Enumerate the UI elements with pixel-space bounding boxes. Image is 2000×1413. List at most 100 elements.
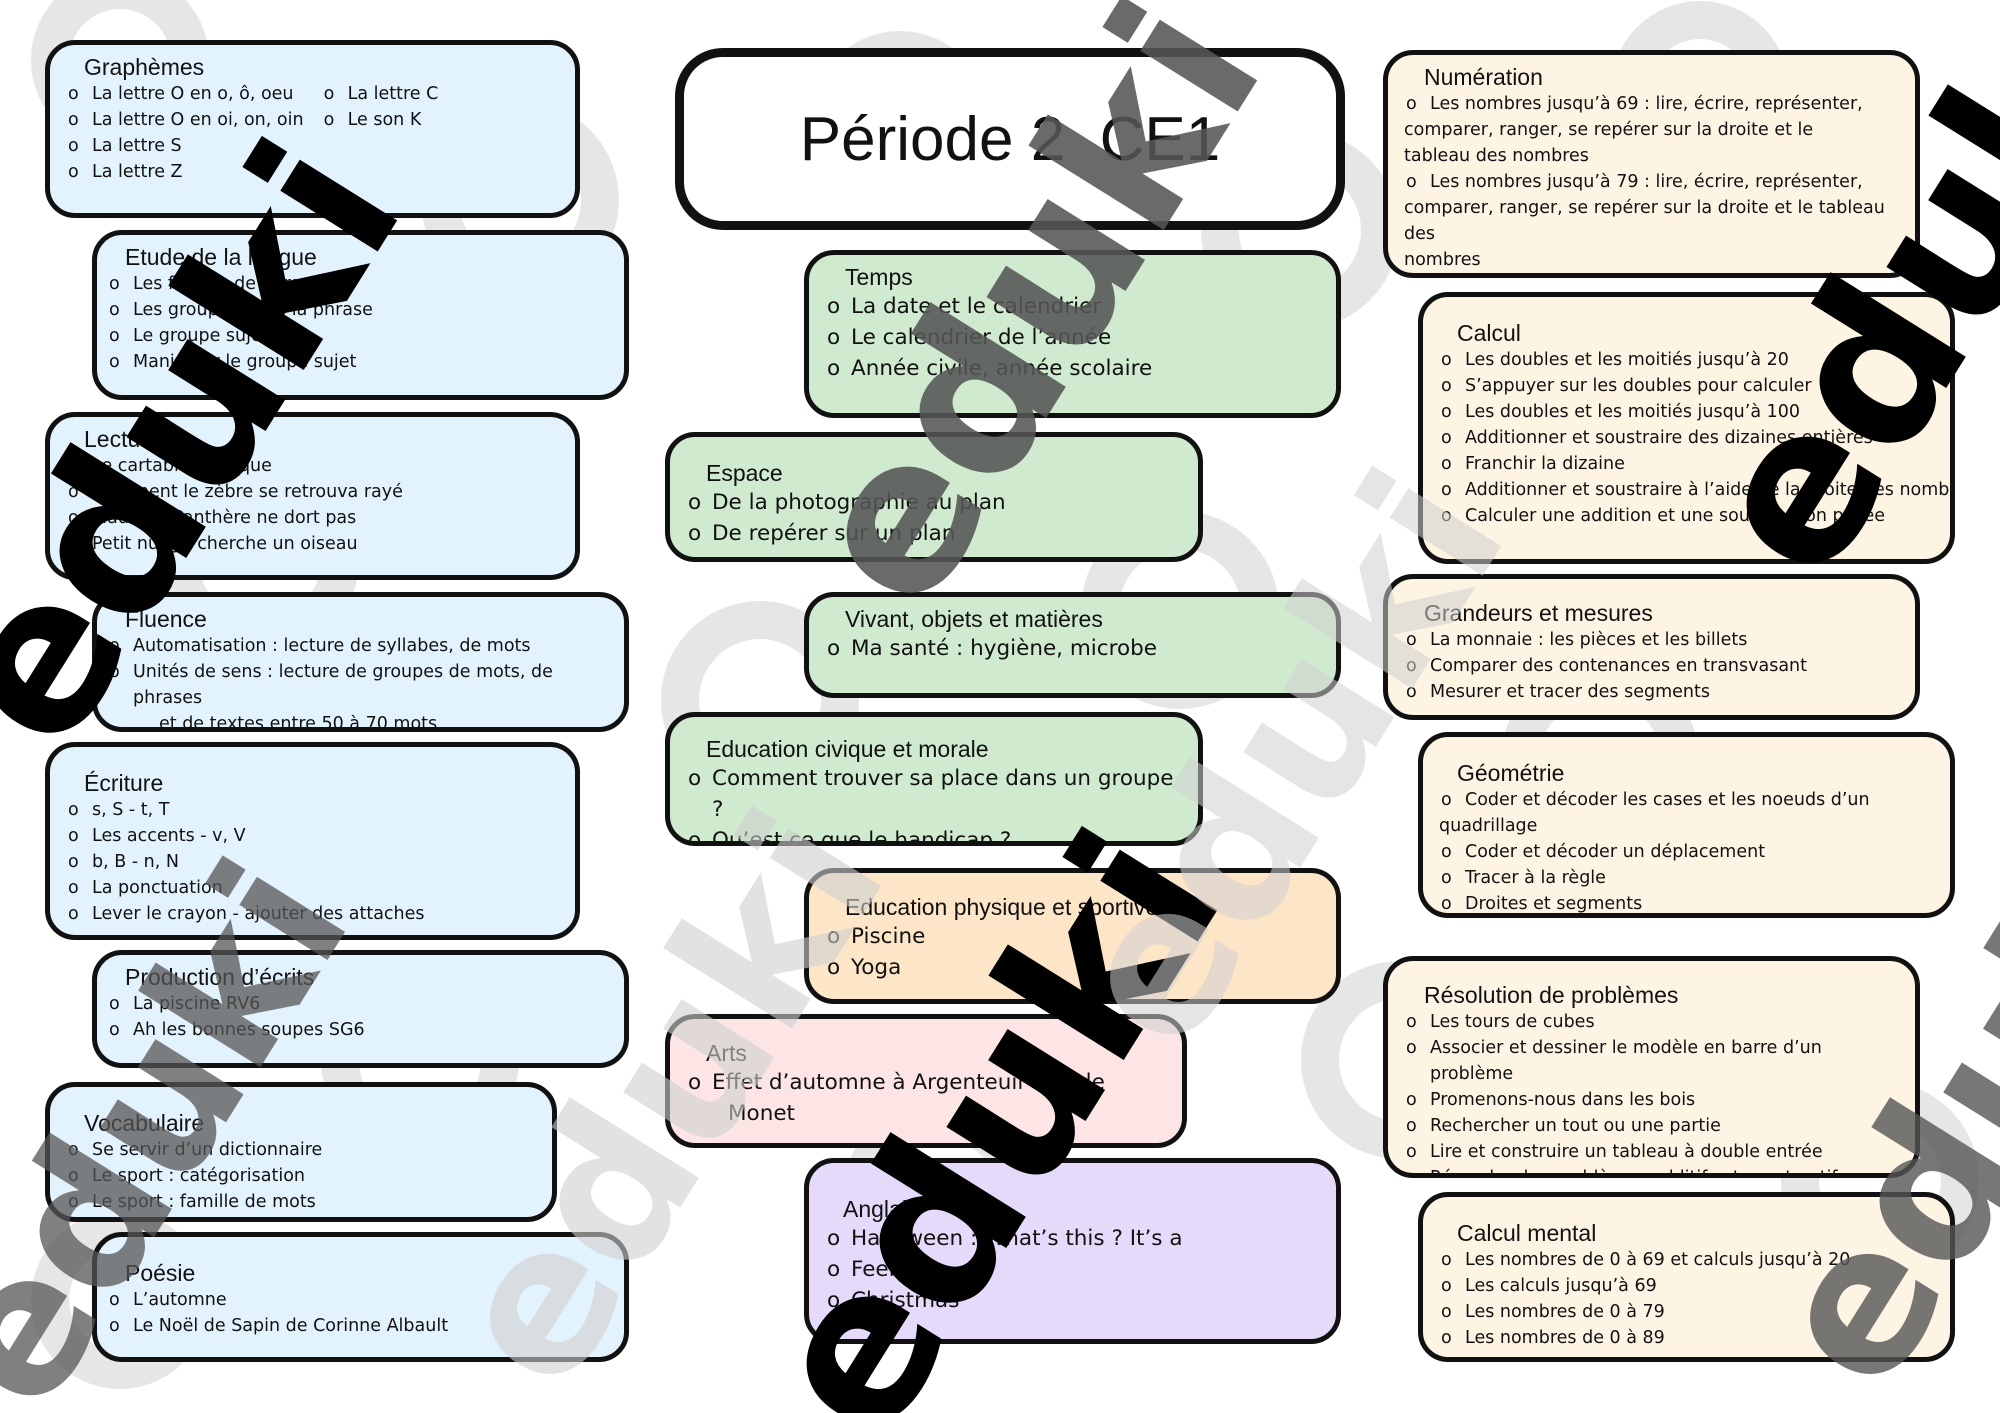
fluence-title: Fluence: [125, 606, 207, 632]
list-item: Le cartable magique: [66, 453, 561, 479]
civique-title: Education civique et morale: [706, 736, 989, 762]
list-item: Les nombres de 0 à 79: [1439, 1299, 1936, 1325]
production-box: Production d’écrits La piscine RV6 Ah le…: [92, 950, 629, 1068]
anglais-title: Anglais: [843, 1196, 919, 1222]
espace-box: Espace De la photographie au plan De rep…: [665, 432, 1203, 562]
list-item: tableau des nombres: [1404, 146, 1589, 167]
list-item: Comment trouver sa place dans un groupe …: [686, 763, 1184, 825]
list-item: Franchir la dizaine: [1439, 451, 1936, 477]
list-item: Monet: [728, 1101, 795, 1127]
calcul-mental-box: Calcul mental Les nombres de 0 à 69 et c…: [1418, 1192, 1955, 1362]
list-item: comparer, ranger, se repérer sur la droi…: [1404, 198, 1885, 245]
espace-list: De la photographie au plan De repérer su…: [686, 487, 1184, 549]
list-item: comparer, ranger, se repérer sur la droi…: [1404, 120, 1814, 141]
list-item: Calculer une addition et une soustractio…: [1439, 503, 1936, 529]
list-item: La lettre C: [322, 81, 439, 107]
list-item: Les nombres jusqu’à 79 : lire, écrire, r…: [1404, 169, 1901, 195]
etude-langue-list: Les formes de phrase Les groupes dans la…: [107, 271, 610, 375]
list-item: Madame Panthère ne dort pas: [66, 505, 561, 531]
list-item: Les nombres jusqu’à 69 : lire, écrire, r…: [1404, 91, 1901, 117]
list-item: Le sport : famille de mots: [66, 1189, 538, 1215]
geometrie-box: Géométrie Coder et décoder les cases et …: [1418, 732, 1955, 918]
anglais-list: Halloween : What’s this ? It’s a Feeling…: [825, 1223, 1322, 1316]
graphemes-list-1: La lettre O en o, ô, oeu La lettre O en …: [66, 81, 304, 185]
eps-box: Education physique et sportive Piscine Y…: [804, 868, 1341, 1004]
list-item: La lettre S: [66, 133, 304, 159]
fluence-list: Automatisation : lecture de syllabes, de…: [107, 633, 610, 727]
list-item: Ma santé : hygiène, microbe: [825, 633, 1322, 664]
lecture-list: Le cartable magique Comment le zèbre se …: [66, 453, 561, 557]
poesie-box: Poésie L’automne Le Noël de Sapin de Cor…: [92, 1232, 629, 1362]
list-item: De repérer sur un plan: [686, 518, 1184, 549]
list-item: b, B - n, N: [66, 849, 561, 875]
calcul-mental-list: Les nombres de 0 à 69 et calculs jusqu’à…: [1439, 1247, 1936, 1351]
vivant-list: Ma santé : hygiène, microbe: [825, 633, 1322, 664]
list-item: Les accents - v, V: [66, 823, 561, 849]
list-item: Les nombres de 0 à 89: [1439, 1325, 1936, 1351]
ecriture-title: Écriture: [84, 770, 164, 796]
production-list: La piscine RV6 Ah les bonnes soupes SG6: [107, 991, 610, 1043]
list-item: Mesurer et tracer des segments: [1404, 679, 1901, 705]
list-item: Christmas: [825, 1285, 1322, 1316]
list-item: nombres: [1404, 250, 1481, 271]
resolution-title: Résolution de problèmes: [1424, 982, 1679, 1008]
lecture-title: Lecture: [84, 426, 161, 452]
list-item: Lever le crayon - ajouter des attaches: [66, 901, 561, 927]
calcul-box: Calcul Les doubles et les moitiés jusqu’…: [1418, 292, 1955, 564]
list-item: Unités de sens : lecture de groupes de m…: [107, 659, 610, 711]
poesie-title: Poésie: [125, 1260, 196, 1286]
etude-langue-box: Etude de la langue Les formes de phrase …: [92, 230, 629, 400]
resolution-list: Les tours de cubes Associer et dessiner …: [1404, 1009, 1901, 1173]
arts-list: Effet d’automne à Argenteuil Claude Mone…: [686, 1067, 1168, 1129]
list-item: Se servir d’un dictionnaire: [66, 1137, 538, 1163]
list-item: Les doubles et les moitiés jusqu’à 100: [1439, 399, 1936, 425]
list-item: quadrillage: [1439, 816, 1538, 837]
numeration-title: Numération: [1424, 64, 1543, 90]
list-item: Le groupe sujet: [107, 323, 610, 349]
list-item: Additionner et soustraire à l’aide de la…: [1439, 477, 1950, 503]
list-item: Année civile, année scolaire: [825, 353, 1322, 384]
numeration-box: Numération Les nombres jusqu’à 69 : lire…: [1383, 50, 1920, 278]
graphemes-title: Graphèmes: [84, 54, 205, 80]
list-item: Effet d’automne à Argenteuil Claude: [686, 1067, 1168, 1098]
list-item: Associer et dessiner le modèle en barre …: [1404, 1035, 1901, 1087]
temps-list: La date et le calendrier Le calendrier d…: [825, 291, 1322, 384]
temps-box: Temps La date et le calendrier Le calend…: [804, 250, 1341, 418]
fluence-box: Fluence Automatisation : lecture de syll…: [92, 592, 629, 732]
list-item: De la photographie au plan: [686, 487, 1184, 518]
numeration-list: Les nombres jusqu’à 69 : lire, écrire, r…: [1404, 91, 1901, 273]
list-item: Halloween : What’s this ? It’s a: [825, 1223, 1322, 1254]
vivant-box: Vivant, objets et matières Ma santé : hy…: [804, 592, 1341, 698]
eps-title: Education physique et sportive: [845, 894, 1159, 920]
civique-list: Comment trouver sa place dans un groupe …: [686, 763, 1184, 841]
list-item: Le son K: [322, 107, 439, 133]
list-item: s, S - t, T: [66, 797, 561, 823]
list-item: Piscine: [825, 921, 1322, 952]
list-item: La ponctuation: [66, 875, 561, 901]
list-item: Les nombres de 0 à 69 et calculs jusqu’à…: [1439, 1247, 1936, 1273]
list-item: La lettre O en o, ô, oeu: [66, 81, 304, 107]
list-item: Petit nuage cherche un oiseau: [92, 534, 358, 555]
poesie-list: L’automne Le Noël de Sapin de Corinne Al…: [107, 1287, 610, 1339]
list-item: La date et le calendrier: [825, 291, 1322, 322]
list-item: Feelings: [825, 1254, 1322, 1285]
list-item: Le calendrier de l’année: [825, 322, 1322, 353]
list-item: Ah les bonnes soupes SG6: [107, 1017, 610, 1043]
ecriture-box: Écriture s, S - t, T Les accents - v, V …: [45, 742, 580, 940]
page-title: Période 2 CE1: [799, 104, 1221, 174]
calcul-mental-title: Calcul mental: [1457, 1220, 1597, 1246]
etude-langue-title: Etude de la langue: [125, 244, 317, 270]
list-item: Lire et construire un tableau à double e…: [1404, 1139, 1901, 1165]
list-item: Tracer à la règle: [1439, 865, 1936, 891]
arts-box: Arts Effet d’automne à Argenteuil Claude…: [665, 1014, 1187, 1148]
list-item: Comparer des contenances en transvasant: [1404, 653, 1901, 679]
ecriture-list: s, S - t, T Les accents - v, V b, B - n,…: [66, 797, 561, 927]
grandeurs-title: Grandeurs et mesures: [1424, 600, 1653, 626]
vocabulaire-title: Vocabulaire: [84, 1110, 205, 1136]
list-item: La lettre O en oi, on, oin: [66, 107, 304, 133]
graphemes-box: Graphèmes La lettre O en o, ô, oeu La le…: [45, 40, 580, 218]
list-item: Le sport : catégorisation: [66, 1163, 538, 1189]
list-item: Additionner et soustraire des dizaines e…: [1439, 425, 1936, 451]
list-item: Coder et décoder un déplacement: [1439, 839, 1936, 865]
list-item: Les formes de phrase: [107, 271, 610, 297]
